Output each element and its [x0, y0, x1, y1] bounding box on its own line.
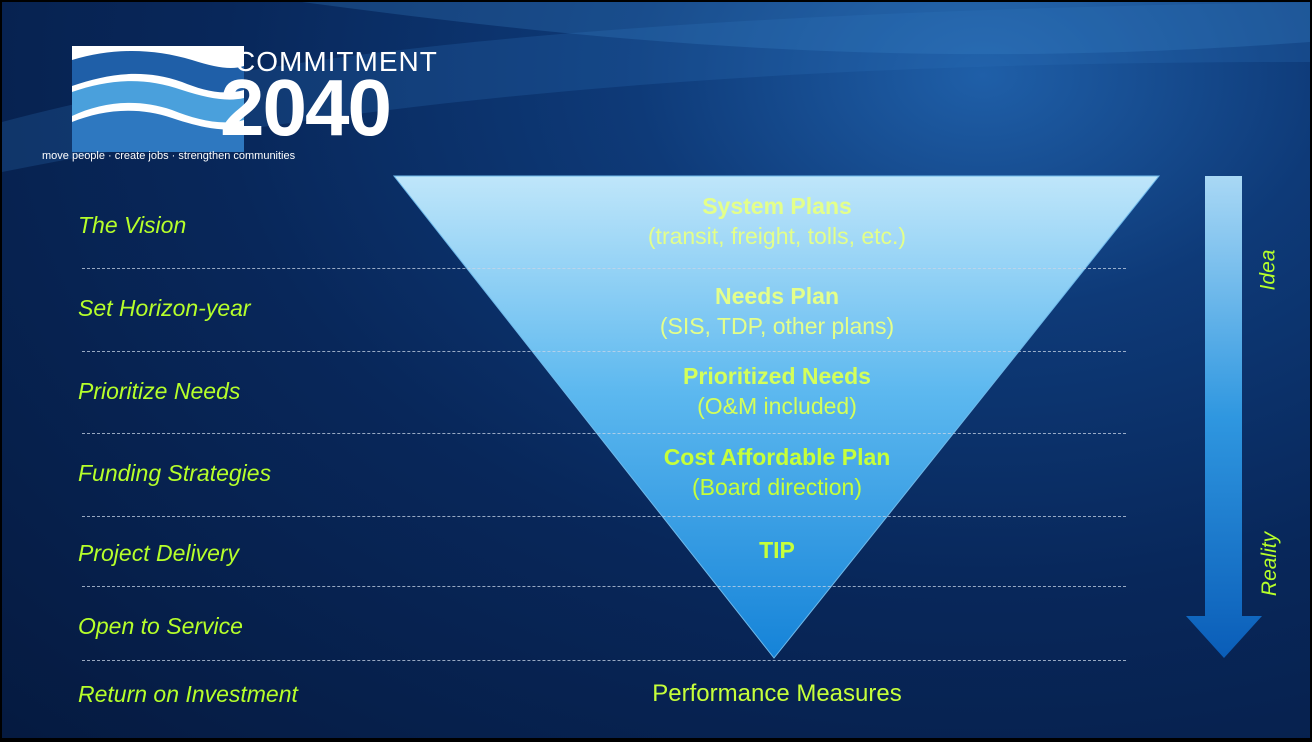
- stage-label-horizon-year: Set Horizon-year: [78, 295, 251, 321]
- tier-title: System Plans: [702, 193, 852, 219]
- stage-label-vision: The Vision: [78, 212, 187, 238]
- tier-subtitle: (SIS, TDP, other plans): [659, 313, 895, 339]
- divider-line: [82, 516, 1126, 517]
- tier-subtitle: (Board direction): [691, 474, 863, 500]
- arrow-label-reality: Reality: [1258, 531, 1282, 597]
- commitment-2040-logo: COMMITMENT 2040 move people · create job…: [42, 42, 437, 172]
- stage-label-open-to-service: Open to Service: [78, 613, 243, 639]
- tier-subtitle: (transit, freight, tolls, etc.): [647, 223, 907, 249]
- divider-line: [82, 660, 1126, 661]
- tier-system-plans: System Plans (transit, freight, tolls, e…: [562, 191, 992, 251]
- tier-prioritized-needs: Prioritized Needs (O&M included): [562, 361, 992, 421]
- funnel-shape: [392, 175, 1161, 659]
- logo-wordmark: COMMITMENT: [235, 46, 438, 77]
- wave-logo-icon: [72, 46, 244, 152]
- divider-line: [82, 433, 1126, 434]
- tier-tip: TIP: [562, 535, 992, 565]
- stage-label-project-delivery: Project Delivery: [78, 540, 240, 566]
- tier-title: Cost Affordable Plan: [663, 444, 891, 470]
- tier-title: TIP: [759, 537, 795, 563]
- arrow-label-idea: Idea: [1256, 249, 1280, 291]
- stage-label-prioritize-needs: Prioritize Needs: [78, 378, 241, 404]
- logo-year: 2040: [220, 63, 392, 152]
- tier-needs-plan: Needs Plan (SIS, TDP, other plans): [562, 281, 992, 341]
- stage-label-return-on-investment: Return on Investment: [78, 681, 298, 707]
- background-swoosh: [2, 2, 1310, 172]
- divider-line: [82, 268, 1126, 269]
- tier-title: Prioritized Needs: [683, 363, 871, 389]
- divider-line: [82, 351, 1126, 352]
- divider-line: [82, 586, 1126, 587]
- tier-cost-affordable-plan: Cost Affordable Plan (Board direction): [562, 442, 992, 502]
- idea-reality-arrow: [1186, 176, 1262, 658]
- logo-tagline: move people · create jobs · strengthen c…: [42, 150, 296, 162]
- performance-measures-label: Performance Measures: [652, 680, 902, 707]
- tier-subtitle: (O&M included): [697, 393, 857, 419]
- tier-title: Needs Plan: [715, 283, 839, 309]
- stage-label-funding-strategies: Funding Strategies: [78, 460, 272, 486]
